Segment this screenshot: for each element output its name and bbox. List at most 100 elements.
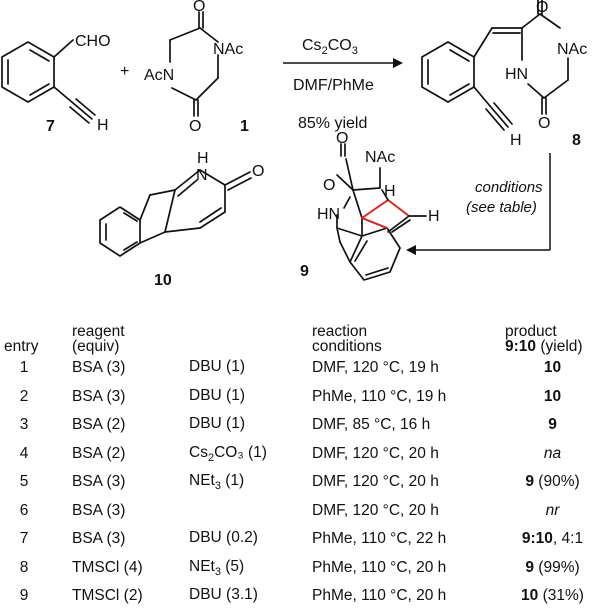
entry-cell: 5	[19, 473, 29, 491]
table-row: 2 BSA (3) DBU (1) PhMe, 110 °C, 19 h 10	[4, 383, 600, 412]
header-base	[189, 308, 312, 354]
table-row: 8 TMSCl (4) NEt3 (5) PhMe, 110 °C, 20 h 9 (9…	[4, 554, 600, 583]
entry-cell: 6	[19, 501, 29, 519]
reagent-cell: BSA (3)	[72, 387, 126, 405]
conditions-cell: DMF, 120 °C, 19 h	[312, 359, 439, 377]
conditions-cell: PhMe, 110 °C, 22 h	[312, 530, 447, 548]
results-table: entry reagent (equiv) reaction condition…	[4, 308, 600, 611]
table-row: 7 BSA (3) DBU (0.2) PhMe, 110 °C, 22 h 9:10,…	[4, 525, 600, 554]
arrow-2-conditions: conditions	[475, 179, 543, 196]
product-cell: 9 (90%)	[525, 473, 580, 491]
compound-8-nac-label: NAc	[557, 41, 587, 58]
conditions-cell: DMF, 120 °C, 20 h	[312, 473, 439, 491]
product-cell: 9	[548, 416, 557, 434]
product-cell: 9:10, 4:1	[521, 530, 584, 548]
table-header-row: entry reagent (equiv) reaction condition…	[4, 308, 600, 355]
reagent-cell: TMSCl (4)	[72, 558, 143, 576]
product-cell: 10	[543, 387, 562, 405]
conditions-cell: PhMe, 110 °C, 19 h	[312, 387, 447, 405]
reagent-cell: BSA (2)	[72, 444, 126, 462]
product-cell: 9 (99%)	[525, 558, 580, 576]
header-product: product 9:10 (yield)	[505, 323, 583, 355]
conditions-cell: DMF, 120 °C, 20 h	[312, 501, 439, 519]
base-cell: Cs2CO₃ (1)	[189, 443, 267, 464]
reagent-cell: BSA (3)	[72, 501, 126, 519]
compound-9-h-vinyl: H	[428, 208, 440, 225]
compound-1-acn-label: AcN	[144, 67, 174, 84]
table-row: 4 BSA (2) Cs2CO₃ (1) DMF, 120 °C, 20 h na	[4, 440, 600, 469]
header-reagent: reagent (equiv)	[72, 323, 125, 355]
table-row: 6 BSA (3) DMF, 120 °C, 20 h nr	[4, 497, 600, 526]
base-cell: DBU (1)	[189, 415, 245, 433]
arrow-1-yield: 85% yield	[298, 115, 367, 132]
entry-cell: 2	[19, 387, 29, 405]
base-cell	[189, 497, 312, 526]
compound-8-h-label: H	[510, 132, 522, 149]
arrow-2-see-table: (see table)	[466, 199, 537, 216]
header-conditions: reaction conditions	[312, 323, 382, 355]
compound-10-structure: H N O 10	[99, 150, 264, 289]
compound-9-structure: O O NAc HN H H 9	[300, 130, 440, 281]
conditions-cell: DMF, 120 °C, 20 h	[312, 444, 439, 462]
reaction-scheme: CHO H 7 + O O NAc AcN 1 Cs2CO3 DMF/PhMe …	[1, 0, 587, 289]
compound-9-oxo1: O	[336, 130, 348, 147]
header-entry: entry	[4, 338, 39, 355]
product-cell: 10	[543, 359, 562, 377]
base-cell: DBU (3.1)	[189, 586, 258, 604]
compound-10-n: N	[196, 167, 208, 184]
reagent-cell: TMSCl (2)	[72, 587, 143, 605]
compound-8-hn-label: HN	[505, 66, 528, 83]
compound-7-cho-label: CHO	[75, 33, 111, 50]
arrow-1-reagent: Cs2CO3	[302, 37, 358, 57]
compound-8-structure: O O NAc HN H 8	[421, 0, 587, 149]
conditions-cell: DMF, 85 °C, 16 h	[312, 416, 431, 434]
entry-cell: 1	[19, 359, 29, 377]
entry-cell: 4	[19, 444, 29, 462]
compound-1-nac-label: NAc	[213, 41, 243, 58]
entry-cell: 9	[19, 587, 29, 605]
compound-7-h-label: H	[97, 117, 109, 134]
conditions-cell: PhMe, 110 °C, 20 h	[312, 558, 447, 576]
compound-1-oxo-bottom: O	[189, 118, 201, 135]
reaction-arrow-1: Cs2CO3 DMF/PhMe 85% yield	[283, 37, 403, 132]
reagent-cell: BSA (3)	[72, 473, 126, 491]
base-cell: DBU (1)	[189, 358, 245, 376]
table-row: 9 TMSCl (2) DBU (3.1) PhMe, 110 °C, 20 h 10 …	[4, 582, 600, 611]
product-cell: 10 (31%)	[521, 587, 584, 605]
plus-sign: +	[120, 63, 129, 80]
compound-9-h-bridge: H	[384, 183, 396, 200]
compound-7-number: 7	[46, 118, 55, 135]
compound-8-number: 8	[572, 132, 581, 149]
compound-7-structure: CHO H 7	[1, 33, 111, 135]
product-cell: na	[543, 444, 562, 462]
base-cell: NEt3 (5)	[189, 557, 245, 578]
compound-1-number: 1	[240, 118, 249, 135]
reagent-cell: BSA (3)	[72, 359, 126, 377]
base-cell: DBU (0.2)	[189, 529, 258, 547]
table-row: 5 BSA (3) NEt3 (1) DMF, 120 °C, 20 h 9 (90%)	[4, 468, 600, 497]
reaction-arrow-2: conditions (see table)	[406, 153, 551, 255]
compound-9-number: 9	[300, 263, 309, 280]
table-row: 1 BSA (3) DBU (1) DMF, 120 °C, 19 h 10	[4, 354, 600, 383]
table-row: 3 BSA (2) DBU (1) DMF, 85 °C, 16 h 9	[4, 411, 600, 440]
base-cell: NEt3 (1)	[189, 472, 245, 493]
arrow-1-solvent: DMF/PhMe	[293, 77, 374, 94]
compound-9-hn-label: HN	[317, 206, 340, 223]
reagent-cell: BSA (3)	[72, 530, 126, 548]
product-cell: nr	[545, 501, 560, 519]
compound-10-nh-h: H	[197, 150, 209, 167]
base-cell: DBU (1)	[189, 386, 245, 404]
conditions-cell: PhMe, 110 °C, 20 h	[312, 587, 447, 605]
entry-cell: 7	[19, 530, 29, 548]
entry-cell: 3	[19, 416, 29, 434]
compound-9-oxo2: O	[323, 177, 335, 194]
compound-10-oxo: O	[252, 163, 264, 180]
compound-8-oxo-bottom: O	[538, 115, 550, 132]
reagent-cell: BSA (2)	[72, 416, 126, 434]
compound-9-nac-label: NAc	[365, 149, 395, 166]
compound-1-oxo-top: O	[193, 0, 205, 15]
entry-cell: 8	[19, 558, 29, 576]
compound-1-structure: O O NAc AcN 1	[144, 0, 249, 135]
compound-10-number: 10	[154, 272, 172, 289]
